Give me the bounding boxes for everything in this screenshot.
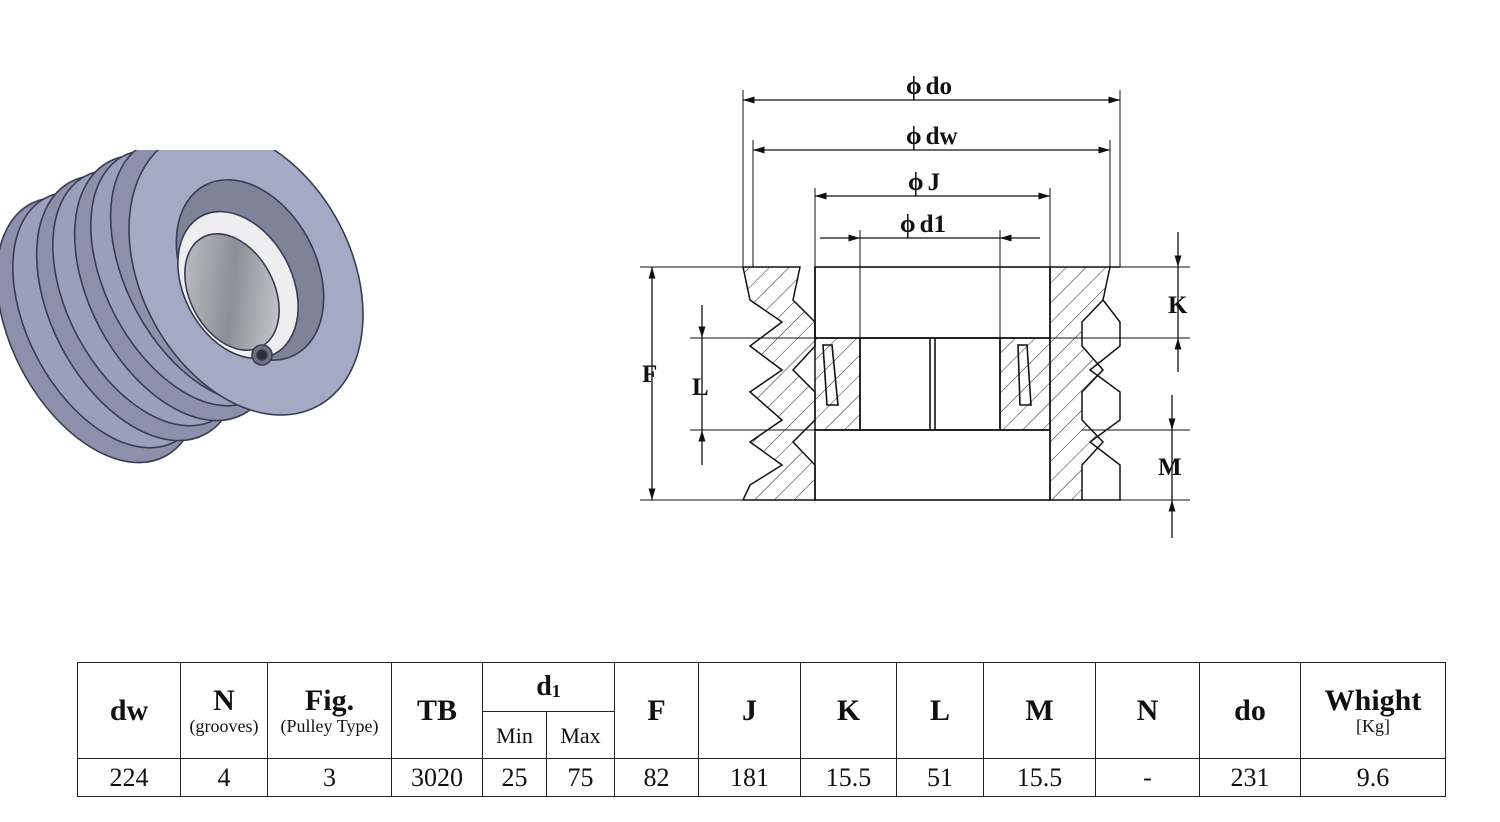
header-tb: TB	[391, 662, 483, 759]
cell-j: 181	[698, 758, 802, 797]
label-d1: d1	[920, 211, 946, 238]
label-dw: dw	[926, 123, 958, 150]
svg-text:ϕJ: ϕJ	[908, 169, 940, 196]
header-fig: Fig.(Pulley Type)	[267, 662, 392, 759]
header-d1-max: Max	[545, 711, 616, 759]
header-k: K	[800, 662, 898, 759]
table-row: 224 4 3 3020 25 75 82 181 15.5 51 15.5 -…	[77, 758, 1447, 797]
pulley-3d-illustration	[0, 150, 364, 464]
label-M: M	[1158, 454, 1182, 481]
header-n: N	[1095, 662, 1201, 759]
header-dw: dw	[77, 662, 181, 759]
cell-fig: 3	[267, 758, 392, 797]
svg-text:ϕd1: ϕd1	[900, 211, 946, 238]
cell-n-grooves: 4	[180, 758, 268, 797]
header-l: L	[896, 662, 985, 759]
cell-k: 15.5	[800, 758, 898, 797]
header-d1-min: Min	[482, 711, 547, 759]
header-m: M	[983, 662, 1097, 759]
cell-n: -	[1095, 758, 1201, 797]
svg-text:ϕdo: ϕdo	[906, 73, 952, 100]
cell-l: 51	[896, 758, 985, 797]
left-hatched-section	[741, 266, 816, 501]
svg-text:ϕdw: ϕdw	[906, 123, 958, 150]
cell-m: 15.5	[983, 758, 1097, 797]
header-n-grooves: N(grooves)	[180, 662, 268, 759]
cell-do: 231	[1199, 758, 1302, 797]
label-F: F	[642, 361, 657, 388]
header-f: F	[614, 662, 700, 759]
cell-weight: 9.6	[1300, 758, 1447, 797]
header-do: do	[1199, 662, 1302, 759]
header-d1: d1	[481, 662, 616, 712]
label-L: L	[692, 374, 709, 401]
header-weight: Whight[Kg]	[1300, 662, 1447, 759]
cell-d1-min: 25	[482, 758, 547, 797]
cell-f: 82	[614, 758, 700, 797]
cell-tb: 3020	[391, 758, 483, 797]
spec-table: dw N(grooves) Fig.(Pulley Type) TB d1 F …	[77, 662, 1447, 797]
label-do: do	[926, 73, 952, 100]
cell-d1-max: 75	[545, 758, 616, 797]
label-K: K	[1168, 292, 1188, 319]
cell-dw: 224	[77, 758, 181, 797]
label-J: J	[928, 169, 941, 196]
header-j: J	[698, 662, 802, 759]
right-hatched-section	[1049, 266, 1111, 501]
